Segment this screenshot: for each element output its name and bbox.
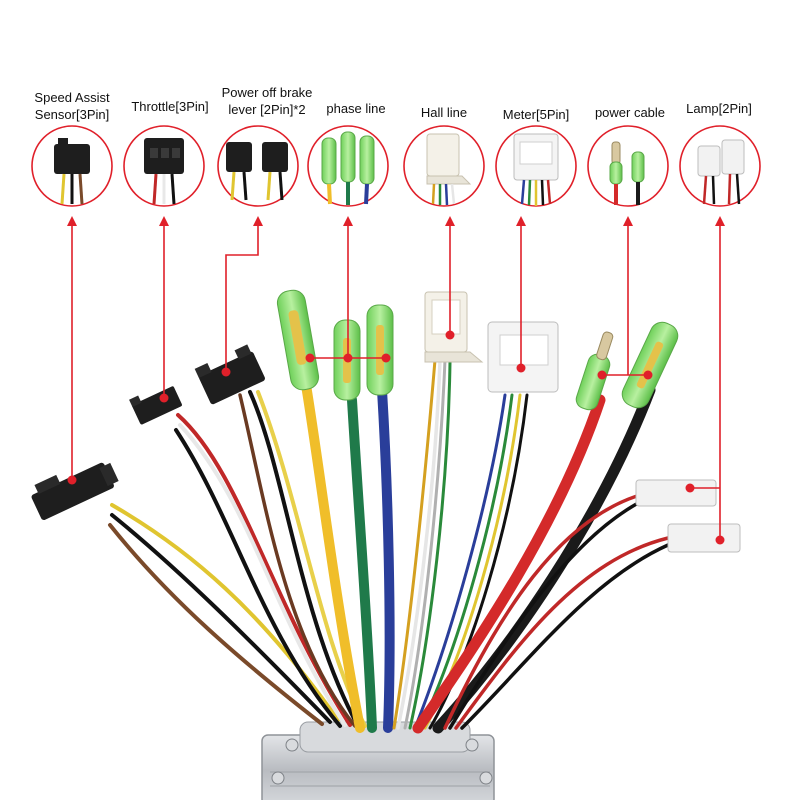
detail-circle-phase: [307, 125, 389, 207]
label-speed-assist: Speed Assist Sensor[3Pin]: [26, 89, 118, 123]
label-hall: Hall line: [404, 104, 484, 121]
label-hall-text: Hall line: [420, 105, 468, 120]
detail-circle-power: [587, 125, 669, 207]
label-brake: Power off brake lever [2Pin]*2: [212, 84, 322, 118]
connector-2pin-black-icon: [194, 344, 265, 405]
lamp-connector-white-icon: [635, 479, 741, 553]
detail-circle-brake: [217, 125, 299, 207]
bullet-connector-green-icon: [575, 321, 679, 411]
label-phase: phase line: [316, 100, 396, 117]
screw-icon: [465, 738, 479, 752]
label-speed-assist-line1: Speed Assist: [34, 90, 110, 105]
callout-arrowheads: [67, 216, 725, 226]
screw-icon: [285, 738, 299, 752]
label-speed-assist-line2: Sensor[3Pin]: [34, 107, 110, 122]
label-phase-text: phase line: [326, 101, 386, 116]
label-lamp-text: Lamp[2Pin]: [686, 101, 752, 116]
label-brake-line1: Power off brake: [221, 85, 313, 100]
controller-housing: [261, 721, 495, 800]
label-lamp: Lamp[2Pin]: [676, 100, 762, 117]
detail-circle-meter: [495, 125, 577, 207]
detail-circle-lamp: [679, 125, 761, 207]
detail-circle-throttle: [123, 125, 205, 207]
label-throttle-text: Throttle[3Pin]: [131, 99, 209, 114]
detail-circle-speed-assist: [31, 125, 113, 207]
bullet-connector-green-icon: [276, 289, 394, 401]
screw-icon: [271, 771, 285, 785]
label-power: power cable: [586, 104, 674, 121]
callout-dots: [67, 330, 725, 545]
label-power-text: power cable: [594, 105, 666, 120]
label-throttle: Throttle[3Pin]: [124, 98, 216, 115]
wire-bundle: [108, 358, 670, 734]
screw-icon: [479, 771, 493, 785]
hall-connector-white-icon: [424, 291, 484, 363]
label-brake-line2: lever [2Pin]*2: [228, 102, 306, 117]
connector-3pin-black-icon: [31, 462, 119, 520]
connector-3pin-black-icon: [129, 386, 182, 425]
label-meter-text: Meter[5Pin]: [502, 107, 570, 122]
label-meter: Meter[5Pin]: [494, 106, 578, 123]
meter-connector-white-icon: [487, 321, 559, 393]
detail-circle-hall: [403, 125, 485, 207]
callout-lines: [71, 224, 721, 540]
